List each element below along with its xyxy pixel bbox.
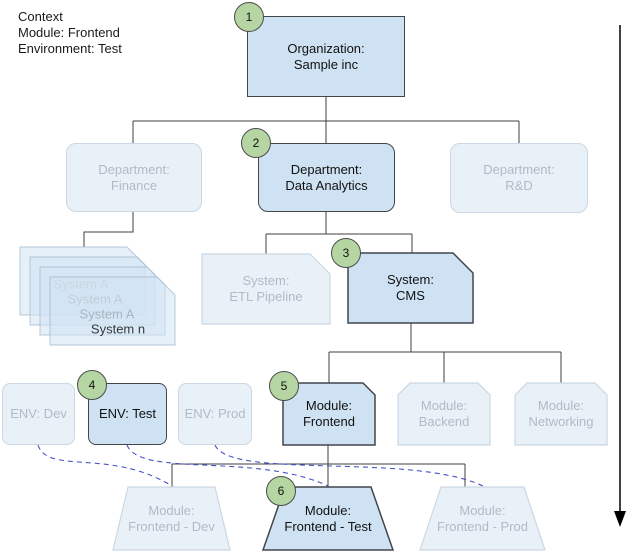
node-dept-finance-label: Department: Finance — [98, 161, 170, 193]
step-badge-4-number: 4 — [88, 378, 96, 392]
step-badge-2: 2 — [241, 128, 271, 158]
node-env-prod: ENV: Prod — [178, 383, 252, 445]
node-env-dev: ENV: Dev — [2, 383, 75, 445]
context-annotation: Context Module: Frontend Environment: Te… — [18, 9, 122, 57]
step-badge-6: 6 — [266, 476, 296, 506]
node-instance-frontend-dev: Module: Frontend - Dev — [112, 486, 231, 551]
step-badge-5: 5 — [269, 371, 299, 401]
node-env-dev-label: ENV: Dev — [10, 406, 67, 421]
node-system-etl-label: System: ETL Pipeline — [229, 273, 303, 304]
node-instance-frontend-test-label: Module: Frontend - Test — [284, 502, 372, 534]
env-link-dashed-lines — [37, 444, 484, 487]
system-stack-label-2: System A — [67, 291, 123, 307]
node-env-test-label: ENV: Test — [98, 406, 157, 421]
node-dept-rnd: Department: R&D — [450, 143, 588, 213]
step-badge-1-number: 1 — [245, 10, 253, 24]
system-stack-label-3: System A — [79, 306, 135, 322]
node-system-cms: System: CMS — [347, 252, 474, 324]
node-system-stack-card-4 — [49, 276, 176, 346]
node-module-frontend: Module: Frontend — [282, 382, 376, 446]
step-badge-2-number: 2 — [252, 136, 260, 150]
step-badge-6-number: 6 — [277, 484, 285, 498]
step-badge-3-number: 3 — [342, 246, 350, 260]
node-instance-frontend-test: Module: Frontend - Test — [261, 486, 395, 551]
context-environment-line: Environment: Test — [18, 41, 122, 56]
node-env-prod-label: ENV: Prod — [184, 406, 246, 421]
node-dept-data-analytics-label: Department: Data Analytics — [285, 161, 368, 193]
node-dept-rnd-label: Department: R&D — [483, 162, 555, 193]
step-badge-4: 4 — [77, 370, 107, 400]
node-system-cms-label: System: CMS — [387, 272, 434, 303]
context-title: Context — [18, 9, 63, 24]
step-badge-1: 1 — [234, 2, 264, 32]
node-instance-frontend-prod: Module: Frontend - Prod — [419, 486, 546, 551]
node-instance-frontend-prod-label: Module: Frontend - Prod — [436, 502, 529, 534]
step-badge-3: 3 — [331, 238, 361, 268]
node-dept-data-analytics: Department: Data Analytics — [258, 143, 395, 212]
node-instance-frontend-dev-label: Module: Frontend - Dev — [128, 502, 215, 534]
node-module-backend: Module: Backend — [397, 382, 491, 446]
node-module-networking-label: Module: Networking — [528, 398, 594, 429]
node-organization: Organization: Sample inc — [247, 16, 405, 97]
step-badge-5-number: 5 — [280, 379, 288, 393]
node-module-networking: Module: Networking — [514, 382, 608, 446]
node-organization-label: Organization: Sample inc — [287, 40, 365, 72]
system-stack-label-4: System n — [90, 321, 146, 337]
node-module-frontend-label: Module: Frontend — [302, 398, 356, 429]
context-module-line: Module: Frontend — [18, 25, 120, 40]
node-module-backend-label: Module: Backend — [418, 398, 470, 429]
node-dept-finance: Department: Finance — [66, 143, 202, 212]
system-stack-label-1: System A — [53, 276, 109, 292]
node-system-etl: System: ETL Pipeline — [201, 253, 331, 325]
